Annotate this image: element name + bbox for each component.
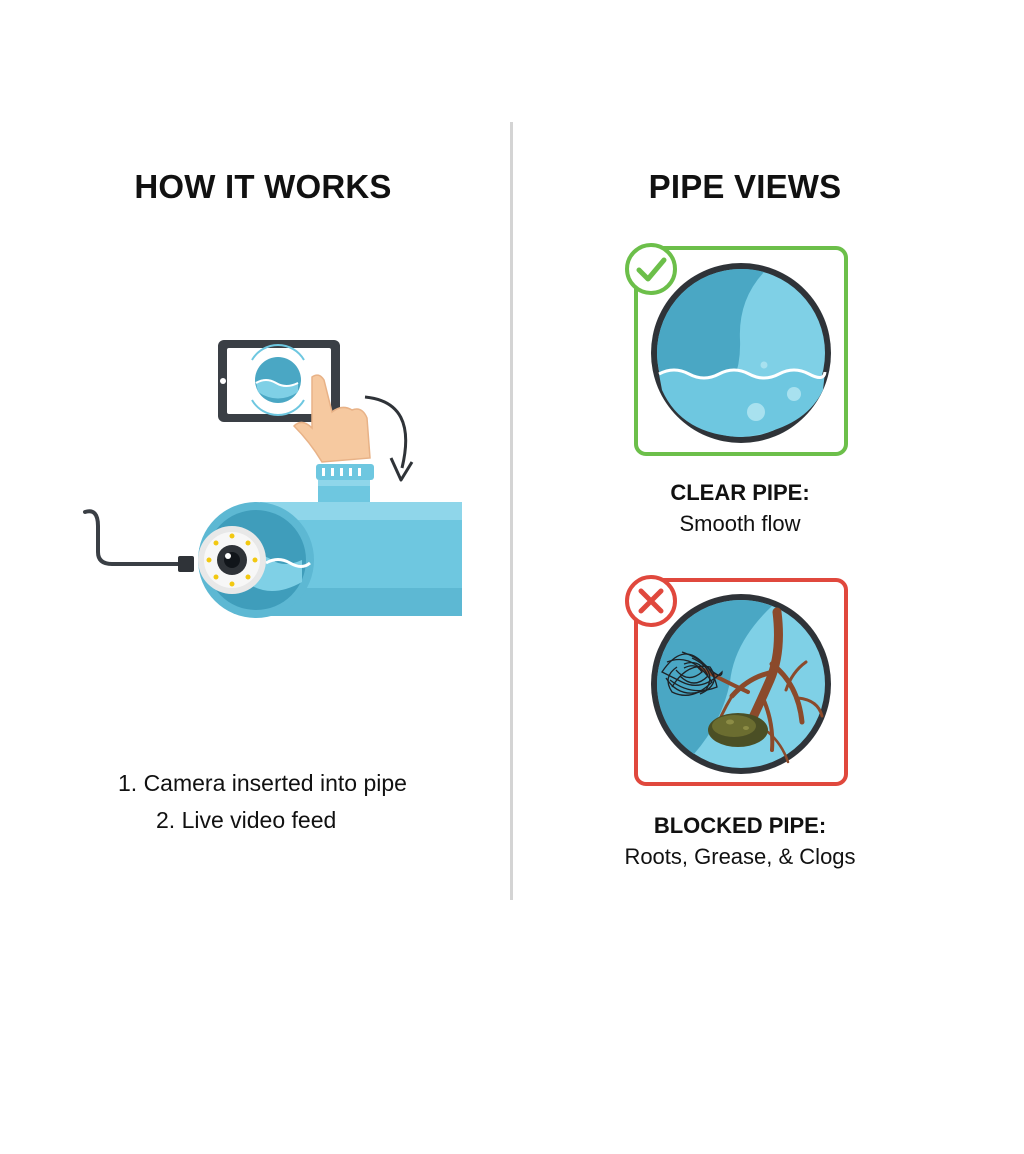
clear-pipe-caption: CLEAR PIPE: Smooth flow [600, 477, 880, 539]
column-divider [510, 122, 513, 900]
curved-arrow-icon [364, 395, 414, 482]
roots-icon [698, 607, 824, 764]
clog-hair-icon [661, 651, 723, 696]
grease-icon [708, 713, 768, 747]
pipe-cross-section-clear [651, 263, 831, 443]
clear-pipe-title: CLEAR PIPE: [670, 480, 810, 505]
pipe-cross-section-blocked [651, 594, 831, 774]
pipe-views-heading: PIPE VIEWS [648, 168, 842, 205]
blocked-pipe-subtitle: Roots, Grease, & Clogs [624, 844, 856, 869]
cross-icon [625, 575, 677, 627]
pipe-inspection-illustration [83, 340, 462, 618]
how-it-works-heading: HOW IT WORKS [134, 168, 392, 205]
tablet-icon [218, 340, 340, 422]
cable-icon [83, 509, 194, 572]
clear-pipe-subtitle: Smooth flow [679, 511, 801, 536]
check-icon [625, 243, 677, 295]
clear-pipe-view [625, 243, 848, 456]
blocked-pipe-caption: BLOCKED PIPE: Roots, Grease, & Clogs [590, 810, 890, 872]
blocked-pipe-title: BLOCKED PIPE: [653, 813, 827, 838]
camera-icon [198, 526, 266, 594]
step-camera-inserted: 1. Camera inserted into pipe [118, 770, 407, 796]
hand-icon [292, 374, 374, 480]
step-live-video-feed: 2. Live video feed [156, 807, 337, 833]
blocked-pipe-view [625, 575, 848, 786]
